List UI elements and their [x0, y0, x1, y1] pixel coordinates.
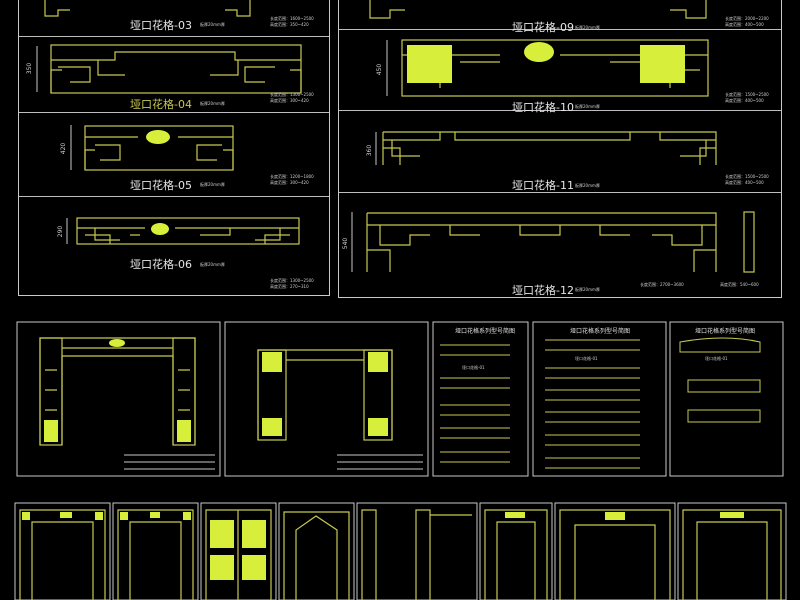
lattice-05 — [84, 125, 234, 171]
label-05: 垭口花格-05 — [130, 179, 192, 192]
dim-10: 450 — [376, 63, 384, 76]
label-04: 垭口花格-04 — [130, 98, 192, 111]
doorway-2-right-top-carving — [368, 352, 388, 372]
range-09-length: 长度范围：2000~2200 — [725, 16, 769, 21]
lattice-12 — [366, 211, 755, 273]
thickness-06: 板厚20mm厚 — [200, 262, 225, 267]
label-12: 垭口花格-12 — [512, 284, 574, 297]
mini-sheet-2-frame — [532, 321, 667, 477]
dim-11: 360 — [366, 144, 374, 157]
dim-06: 290 — [57, 225, 65, 238]
carving-10-right — [640, 45, 685, 83]
doorway-2-left-bottom-carving — [262, 418, 282, 436]
carving-10-center — [524, 42, 554, 62]
left-row-divider-1 — [19, 36, 329, 37]
mini-sheet-2-title: 垭口花格系列型号简图 — [570, 328, 631, 335]
range-10-length: 长度范围：1500~2500 — [725, 92, 769, 97]
right-drawing-sheet — [338, 0, 782, 298]
range-09-height: 高度范围：400~500 — [725, 22, 764, 27]
mini-sheet-1-title: 垭口花格系列型号简图 — [455, 328, 516, 335]
mini-sheet-1-subtitle: 垭口花格-01 — [462, 365, 485, 370]
label-09: 垭口花格-09 — [512, 21, 574, 34]
lattice-03-right — [225, 0, 251, 17]
thickness-05: 板厚20mm厚 — [200, 182, 225, 187]
doorway-1-left-carving — [44, 420, 58, 442]
label-06: 垭口花格-06 — [130, 258, 192, 271]
range-12-height: 高度范围：540~600 — [720, 282, 759, 287]
range-06-height: 高度范围：270~310 — [270, 284, 309, 289]
range-04-length: 长度范围：1300~2500 — [270, 92, 314, 97]
range-12-length: 长度范围：2700~3600 — [640, 282, 684, 287]
range-06-length: 长度范围：1300~2500 — [270, 278, 314, 283]
mini-sheet-1-frame — [432, 321, 529, 477]
thickness-12: 板厚20mm厚 — [575, 287, 600, 292]
range-05-length: 长度范围：1200~1800 — [270, 174, 314, 179]
doorway-1-right-carving — [177, 420, 191, 442]
left-row-divider-2 — [19, 112, 329, 113]
range-03-length: 长度范围：1600~2500 — [270, 16, 314, 21]
lattice-09-right — [670, 0, 707, 19]
dim-05: 420 — [60, 142, 68, 155]
bottom-row-carvings — [22, 512, 744, 580]
carving-05 — [146, 130, 170, 144]
doorway-2-right-bottom-carving — [368, 418, 388, 436]
left-row-divider-3 — [19, 196, 329, 197]
thickness-11: 板厚20mm厚 — [575, 183, 600, 188]
left-drawing-sheet — [18, 0, 330, 296]
lattice-09-left — [369, 0, 405, 19]
range-05-height: 高度范围：300~420 — [270, 180, 309, 185]
carving-10-left — [407, 45, 452, 83]
dim-12: 540 — [342, 237, 350, 250]
lattice-04 — [50, 44, 302, 94]
lattice-06 — [76, 217, 300, 245]
label-03: 垭口花格-03 — [130, 19, 192, 32]
thickness-09: 板厚20mm厚 — [575, 25, 600, 30]
carving-06 — [151, 223, 169, 235]
doorway-sheet-2-frame — [224, 321, 429, 477]
mini-sheet-2-subtitle: 垭口花格-01 — [575, 356, 598, 361]
bottom-row-doorways — [19, 509, 782, 600]
doorway-2-left-top-carving — [262, 352, 282, 372]
dim-04: 350 — [26, 62, 34, 75]
doorway-1 — [39, 337, 196, 446]
doorway-2 — [257, 349, 393, 441]
lattice-11 — [382, 131, 717, 165]
range-10-height: 高度范围：400~500 — [725, 98, 764, 103]
bottom-row-frames — [14, 502, 787, 600]
label-10: 垭口花格-10 — [512, 101, 574, 114]
right-row-divider-3 — [339, 192, 781, 193]
label-11: 垭口花格-11 — [512, 179, 574, 192]
mini-sheet-3-subtitle: 垭口花格-01 — [705, 356, 728, 361]
mini-lattice-strips — [440, 337, 761, 469]
mini-sheet-3-frame — [669, 321, 784, 477]
doorway-1-top-carving — [109, 339, 125, 347]
mini-sheet-3-title: 垭口花格系列型号简图 — [695, 328, 756, 335]
right-row-divider-2 — [339, 110, 781, 111]
doorway-sheet-1-frame — [16, 321, 221, 477]
right-row-divider-1 — [339, 29, 781, 30]
lattice-03-left — [44, 0, 70, 17]
range-11-height: 高度范围：400~500 — [725, 180, 764, 185]
thickness-10: 板厚20mm厚 — [575, 104, 600, 109]
thickness-04: 板厚20mm厚 — [200, 101, 225, 106]
range-03-height: 高度范围：350~420 — [270, 22, 309, 27]
thickness-03: 板厚20mm厚 — [200, 22, 225, 27]
range-11-length: 长度范围：1500~2500 — [725, 174, 769, 179]
range-04-height: 高度范围：300~420 — [270, 98, 309, 103]
